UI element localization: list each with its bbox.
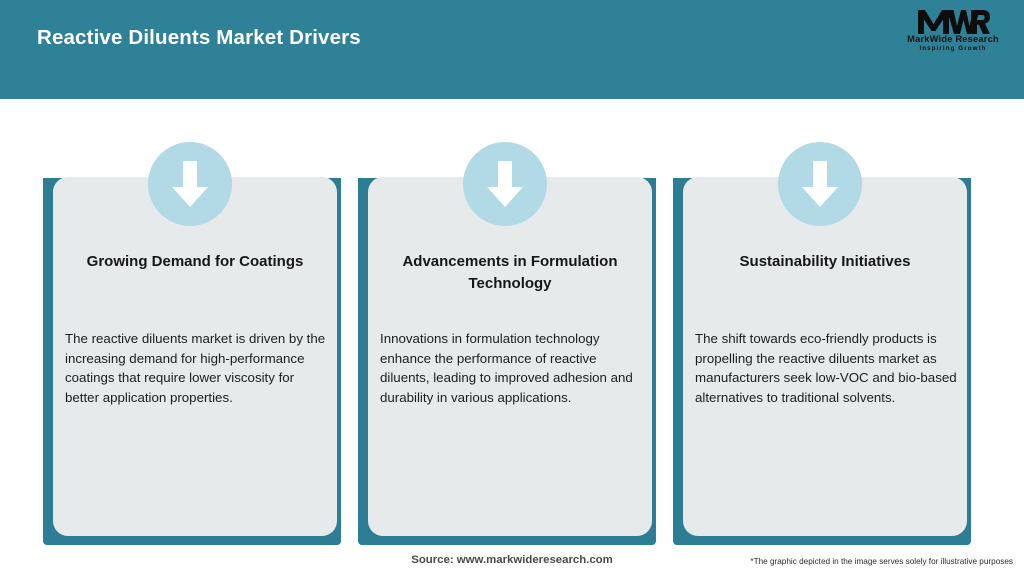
- card-surface: [683, 177, 967, 536]
- card-body-text: The reactive diluents market is driven b…: [65, 331, 326, 405]
- driver-card-2: Advancements in Formulation Technology I…: [358, 99, 656, 545]
- source-label: Source: www.markwideresearch.com: [411, 554, 613, 566]
- cards-container: Growing Demand for Coatings The reactive…: [0, 99, 1024, 576]
- page-title: Reactive Diluents Market Drivers: [37, 26, 361, 49]
- mwr-logo-icon: [918, 10, 990, 34]
- card-title: Growing Demand for Coatings: [86, 253, 304, 270]
- header-bar: [0, 0, 1024, 99]
- driver-card-1: Growing Demand for Coatings The reactive…: [43, 99, 341, 545]
- card-title: Sustainability Initiatives: [739, 253, 911, 270]
- card-title: Advancements in Formulation Technology: [402, 253, 618, 292]
- disclaimer-note: *The graphic depicted in the image serve…: [750, 557, 1013, 566]
- driver-card-3: Sustainability Initiatives The shift tow…: [673, 99, 971, 545]
- logo-company-name: MarkWide Research: [907, 34, 999, 44]
- card-body-text: The shift towards eco-friendly products …: [695, 331, 957, 405]
- card-body-text: Innovations in formulation technology en…: [380, 331, 633, 405]
- down-arrow-icon: [148, 142, 232, 226]
- card-surface: [53, 177, 337, 536]
- brand-logo: MarkWide Research Inspiring Growth: [898, 9, 1008, 61]
- card-surface: [368, 177, 652, 536]
- logo-tagline: Inspiring Growth: [919, 45, 987, 52]
- down-arrow-icon: [778, 142, 862, 226]
- down-arrow-icon: [463, 142, 547, 226]
